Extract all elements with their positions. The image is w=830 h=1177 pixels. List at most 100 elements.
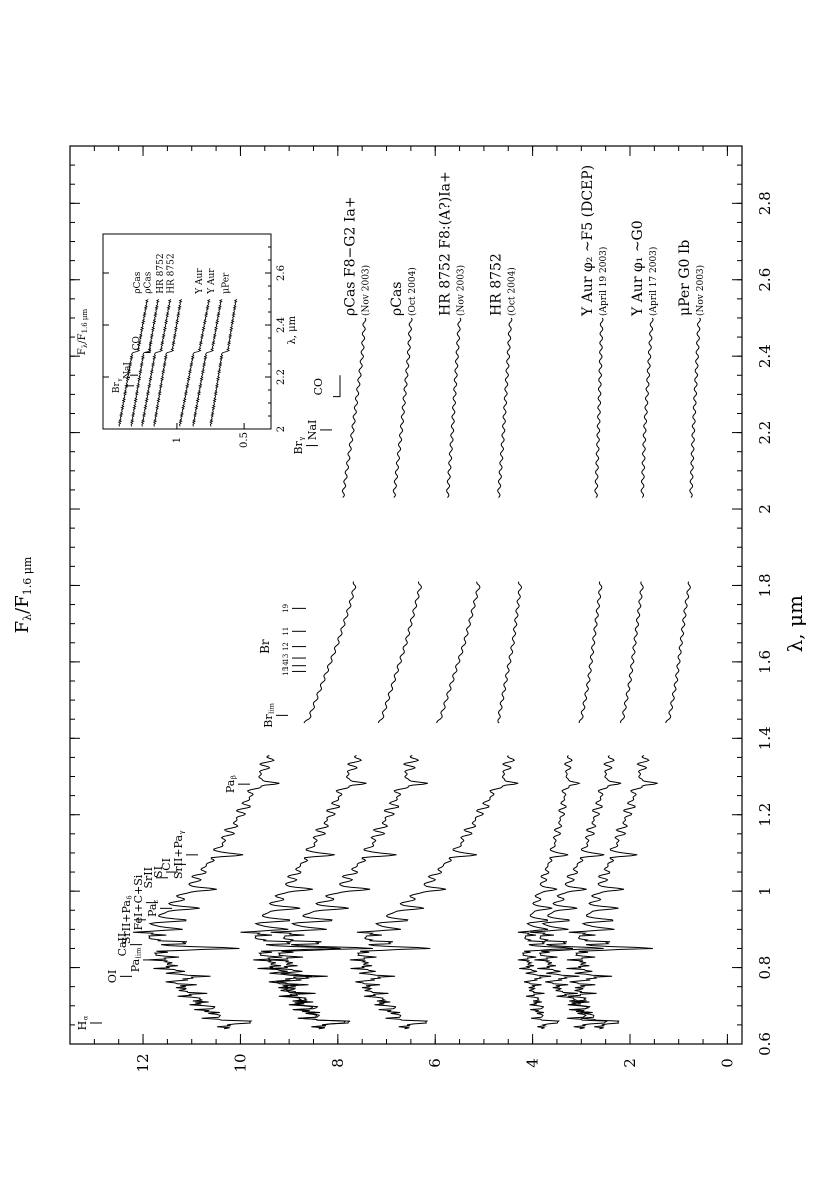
spectrum-line xyxy=(133,317,367,1030)
main-line-marks xyxy=(90,375,341,1024)
inset-spectrum-line xyxy=(140,299,172,427)
line-id-label: 19 xyxy=(282,604,290,613)
line-id-label: 13 xyxy=(282,654,290,663)
inset-series-label: ρCas xyxy=(133,271,143,294)
line-id-label: FeI+C+Si xyxy=(132,874,145,930)
inset-x-tick-label: 2 xyxy=(276,426,287,432)
inset-x-tick-label: 2.2 xyxy=(276,369,287,385)
line-id-label: 12 xyxy=(282,642,290,651)
series-date: (Nov 2003) xyxy=(695,265,706,316)
series-date: (Nov 2003) xyxy=(361,265,372,316)
spectrum-line xyxy=(517,317,604,1030)
line-id-label: Palim xyxy=(129,947,143,972)
spectrum-line xyxy=(566,317,701,1030)
inset-x-axis-label: λ, μm xyxy=(287,315,298,344)
line-id-label: Brγ xyxy=(292,437,306,455)
x-tick-label: 1.4 xyxy=(756,726,774,750)
series-date: (April 19 2003) xyxy=(598,247,609,316)
line-id-label: CO xyxy=(312,378,325,395)
x-axis-label: λ, μm xyxy=(783,595,807,652)
inset-y-tick-label: 1 xyxy=(171,437,182,443)
inset-co-mark xyxy=(145,343,151,354)
x-tick-label: 1.2 xyxy=(756,803,774,827)
line-id-label: NaI xyxy=(306,420,319,441)
inset-line-marks xyxy=(126,343,151,387)
inset-y-tick-label: 0.5 xyxy=(239,432,250,448)
inset-frame xyxy=(102,233,272,430)
x-tick-label: 2 xyxy=(756,504,774,514)
line-id-label: SrII+Paδ xyxy=(120,895,134,944)
main-ticks xyxy=(70,145,742,1045)
x-tick-label: 1.6 xyxy=(756,650,774,674)
series-label: ρCas F8−G2 Ia+ xyxy=(343,197,359,316)
y-tick-label: 0 xyxy=(718,1058,736,1068)
inset-x-tick-label: 2.4 xyxy=(276,317,287,333)
line-id-label: SrII xyxy=(142,867,155,888)
inset-series-label: HR 8752 xyxy=(156,253,166,293)
y-tick-label: 10 xyxy=(231,1053,249,1072)
spectrum-line xyxy=(268,317,481,1030)
series-label: ρCas xyxy=(389,282,405,316)
inset-ticks xyxy=(103,233,271,430)
spectrum-line xyxy=(240,317,422,1030)
inset-series-label: μPer xyxy=(222,272,232,294)
series-label: Y Aur φ₁ ~G0 xyxy=(630,220,646,317)
line-id-label: Hα xyxy=(76,1015,90,1030)
series-label: HR 8752 xyxy=(489,253,505,316)
inset-spectra xyxy=(117,299,238,427)
y-tick-label: 6 xyxy=(426,1058,444,1068)
series-date: (Oct 2004) xyxy=(507,267,518,316)
main-text: 0.60.811.21.41.61.822.22.42.62.802468101… xyxy=(12,165,808,1073)
x-tick-label: 2.2 xyxy=(756,421,774,445)
y-axis-label: Fλ/F1.6 μm xyxy=(12,556,34,633)
series-date: (April 17 2003) xyxy=(648,247,659,316)
inset-spectrum-line xyxy=(209,299,238,427)
inset-spectrum-line xyxy=(152,299,183,427)
line-id-label: Brlim xyxy=(262,703,276,728)
line-id-label: CaII xyxy=(116,933,129,957)
inset-series-label: Y Aur xyxy=(207,268,217,295)
inset-spectrum-line xyxy=(129,299,160,427)
y-tick-label: 8 xyxy=(329,1058,347,1068)
series-date: (Oct 2004) xyxy=(407,267,418,316)
line-id-label: 11 xyxy=(282,627,290,636)
inset-spectrum-line xyxy=(191,299,223,427)
inset-line-id: CO xyxy=(132,336,142,350)
main-spectra xyxy=(133,317,701,1030)
x-tick-label: 2.4 xyxy=(756,344,774,368)
inset-line-id: NaI xyxy=(123,362,133,379)
line-id-label: 15 xyxy=(282,667,290,676)
spectrum-line xyxy=(349,317,523,1030)
x-tick-label: 1 xyxy=(756,886,774,896)
y-tick-label: 2 xyxy=(621,1058,639,1068)
line-id-label: Paβ xyxy=(224,775,238,793)
inset-series-label: ρCas xyxy=(144,271,154,294)
line-id-label: CI xyxy=(160,858,173,871)
x-tick-label: 0.6 xyxy=(756,1032,774,1056)
spectrum-line xyxy=(530,317,654,1030)
x-tick-label: 0.8 xyxy=(756,956,774,980)
inset-series-label: HR 8752 xyxy=(167,253,177,293)
inset-y-axis-label: Fλ/F1.6 μm xyxy=(77,309,90,356)
series-date: (Nov 2003) xyxy=(456,265,467,316)
line-id-label: SrII+Paγ xyxy=(172,830,186,879)
main-frame xyxy=(69,145,743,1045)
line-id-label: SI xyxy=(152,866,165,878)
x-tick-label: 1.8 xyxy=(756,573,774,597)
y-tick-label: 12 xyxy=(134,1053,152,1072)
line-id-label: Paε xyxy=(146,899,160,917)
line-id-label: 14 xyxy=(282,661,290,670)
x-tick-label: 2.6 xyxy=(756,268,774,292)
inset-x-tick-label: 2.6 xyxy=(276,265,287,281)
y-tick-label: 4 xyxy=(524,1058,542,1068)
series-label: HR 8752 F8:(A?)Ia+ xyxy=(438,171,454,316)
series-label: Y Aur φ₂ ~F5 (DCEP) xyxy=(580,165,596,317)
line-id-label: Br xyxy=(258,639,272,654)
series-label: μPer G0 Ib xyxy=(677,240,693,316)
co-bandhead-mark xyxy=(333,375,341,398)
inset-spectrum-line xyxy=(117,299,149,427)
inset-spectrum-line xyxy=(178,299,211,427)
inset-line-id: Brγ xyxy=(112,378,123,393)
